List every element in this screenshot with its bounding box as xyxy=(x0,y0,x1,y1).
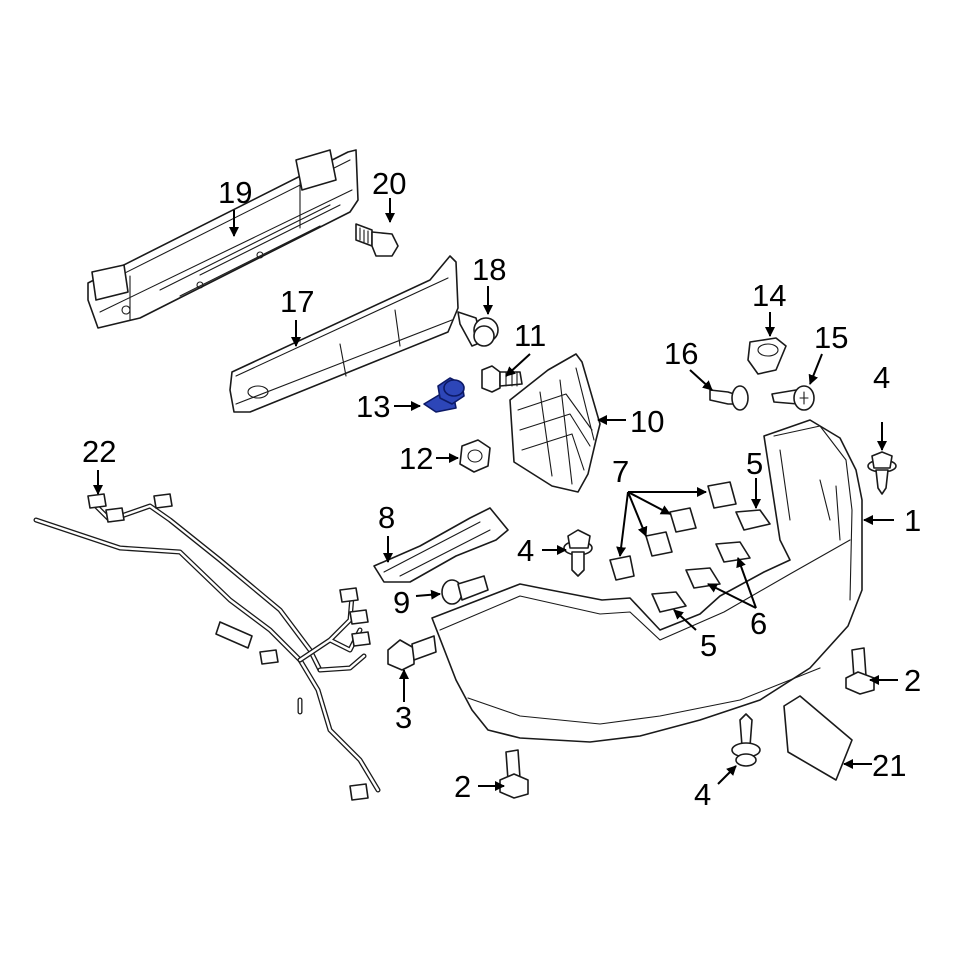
callout-15: 15 xyxy=(808,320,848,385)
tapping-screw[interactable] xyxy=(771,385,815,411)
bumper-bolt-bottom[interactable] xyxy=(499,749,529,799)
callout-2-right: 2 xyxy=(869,663,921,698)
callout-20-label: 20 xyxy=(372,166,406,201)
retainer-clips[interactable] xyxy=(609,481,771,613)
callout-22: 22 xyxy=(82,434,116,495)
callout-14: 14 xyxy=(752,278,786,337)
wiring-harness[interactable] xyxy=(33,493,381,801)
callout-11-label: 11 xyxy=(514,318,546,353)
flange-bolt[interactable] xyxy=(481,365,523,393)
callout-12-label: 12 xyxy=(399,441,433,476)
callout-4-middle: 4 xyxy=(517,533,567,568)
bumper-bolt-right[interactable] xyxy=(845,647,875,695)
callout-8: 8 xyxy=(378,500,395,563)
callout-19: 19 xyxy=(218,175,252,237)
callout-21: 21 xyxy=(843,748,906,783)
callout-7-label: 7 xyxy=(612,454,629,489)
callout-4-top: 4 xyxy=(873,360,890,451)
bracket-screw[interactable] xyxy=(441,575,489,605)
hex-nut[interactable] xyxy=(459,439,491,473)
callout-16: 16 xyxy=(664,336,713,391)
highlighted-clip[interactable] xyxy=(423,377,465,413)
callout-3: 3 xyxy=(395,669,412,735)
callout-14-label: 14 xyxy=(752,278,786,313)
callout-5-bottom-label: 5 xyxy=(700,628,717,663)
bumper-bracket[interactable] xyxy=(509,353,601,493)
callout-17-label: 17 xyxy=(280,284,314,319)
callout-9-label: 9 xyxy=(393,585,410,620)
callout-1-label: 1 xyxy=(904,503,921,538)
push-clip-top[interactable] xyxy=(867,451,897,495)
callout-13-label: 13 xyxy=(356,389,390,424)
callout-6: 6 xyxy=(707,557,767,641)
callout-15-label: 15 xyxy=(814,320,848,355)
callout-3-label: 3 xyxy=(395,700,412,735)
callout-13: 13 xyxy=(356,389,421,424)
callout-18-label: 18 xyxy=(472,252,506,287)
callout-4-bottom: 4 xyxy=(694,765,737,812)
trim-cover[interactable] xyxy=(747,337,787,375)
callout-12: 12 xyxy=(399,441,459,476)
side-bracket[interactable] xyxy=(373,507,509,583)
retaining-screw[interactable] xyxy=(709,385,749,411)
rear-reflector[interactable] xyxy=(783,695,853,781)
callout-5-bottom: 5 xyxy=(673,609,717,663)
callout-4-middle-label: 4 xyxy=(517,533,534,568)
callout-2-bottom: 2 xyxy=(454,769,505,804)
callout-21-label: 21 xyxy=(872,748,906,783)
bumper-cover[interactable] xyxy=(431,419,863,743)
callout-20: 20 xyxy=(372,166,406,223)
callout-2-right-label: 2 xyxy=(904,663,921,698)
push-clip-middle[interactable] xyxy=(563,529,593,577)
callout-10: 10 xyxy=(597,404,664,439)
callout-7: 7 xyxy=(612,454,707,557)
callout-8-label: 8 xyxy=(378,500,395,535)
reinforcement-beam[interactable] xyxy=(87,149,359,329)
callout-9: 9 xyxy=(393,585,441,620)
callout-16-label: 16 xyxy=(664,336,698,371)
energy-absorber[interactable] xyxy=(229,255,459,413)
mounting-bolt[interactable] xyxy=(387,635,437,671)
callout-19-label: 19 xyxy=(218,175,252,210)
callout-2-bottom-label: 2 xyxy=(454,769,471,804)
callout-4-bottom-label: 4 xyxy=(694,777,711,812)
callout-11: 11 xyxy=(505,318,546,377)
callout-1: 1 xyxy=(863,503,921,538)
callout-17: 17 xyxy=(280,284,314,347)
callout-6-label: 6 xyxy=(750,606,767,641)
callout-10-label: 10 xyxy=(630,404,664,439)
reinforcement-bolt[interactable] xyxy=(355,223,399,257)
callout-5-top: 5 xyxy=(746,446,763,509)
push-retainer[interactable] xyxy=(457,311,499,347)
callout-5-top-label: 5 xyxy=(746,446,763,481)
callout-18: 18 xyxy=(472,252,506,315)
callout-4-top-label: 4 xyxy=(873,360,890,395)
callout-22-label: 22 xyxy=(82,434,116,469)
push-clip-bottom[interactable] xyxy=(731,713,761,767)
